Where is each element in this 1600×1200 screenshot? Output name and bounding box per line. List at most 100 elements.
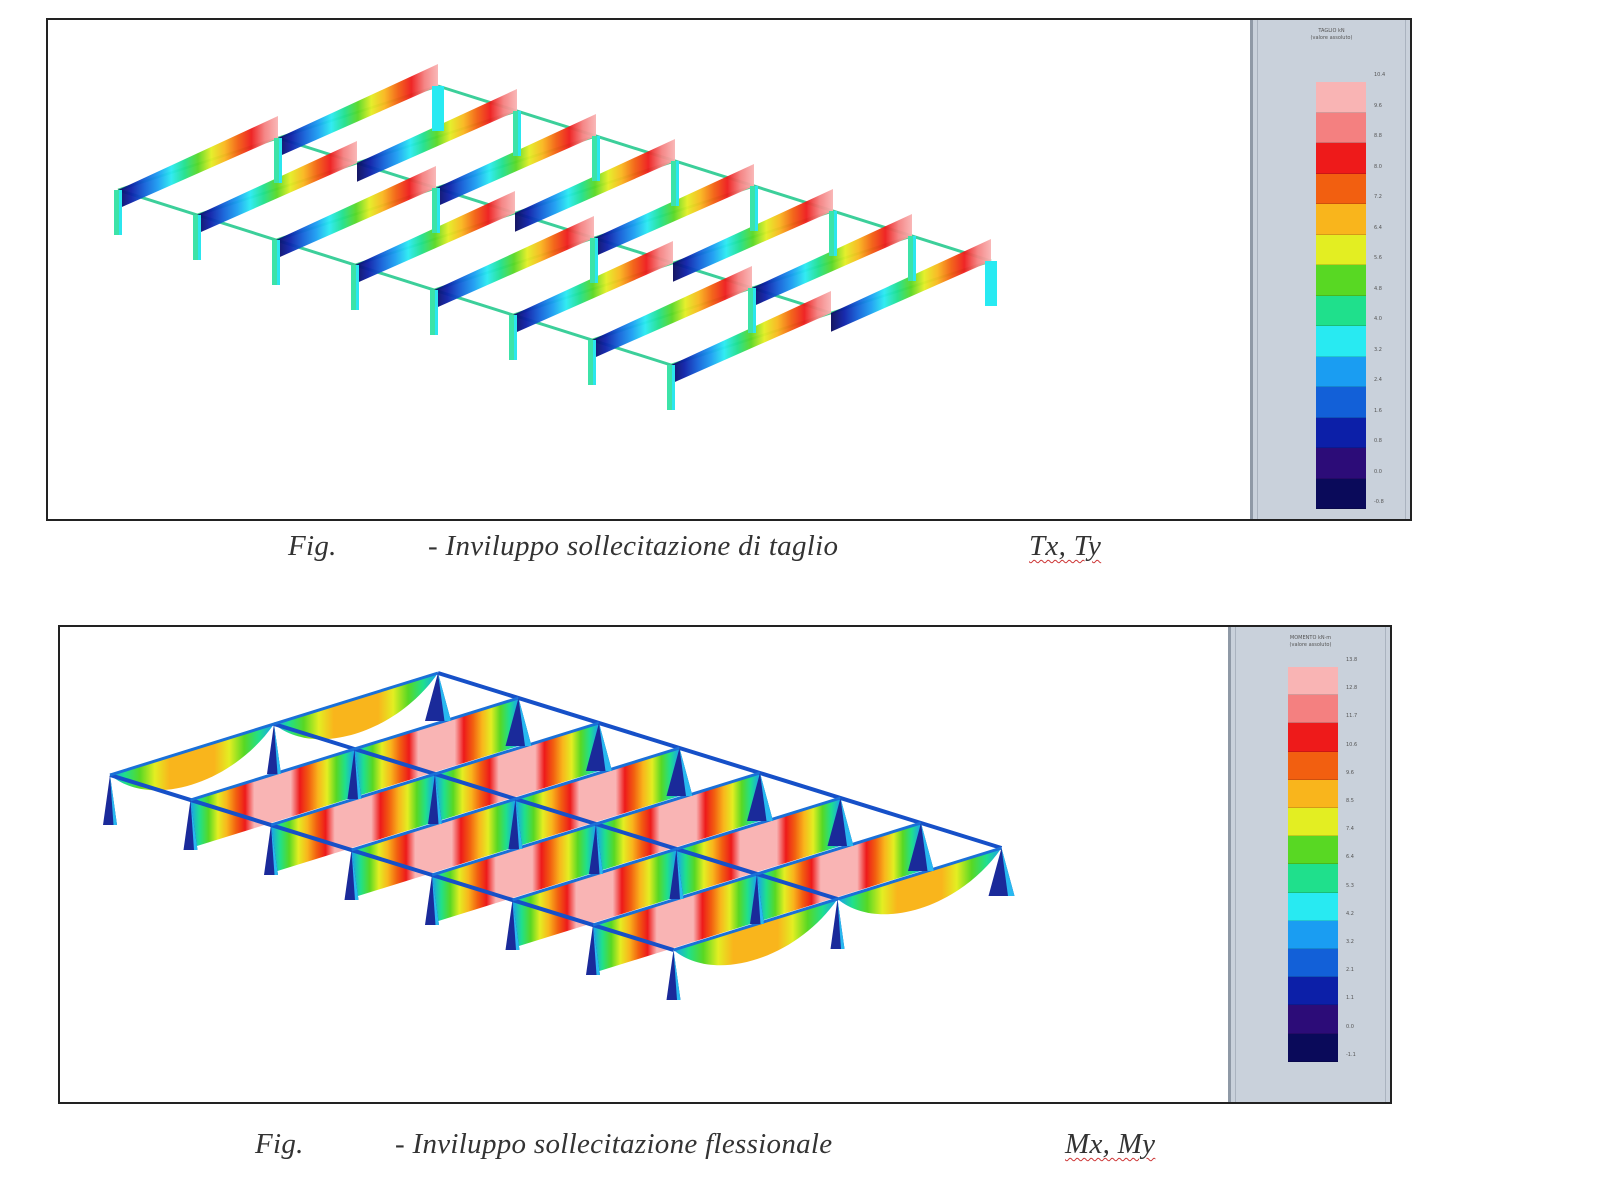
column-moment-triangle-shade — [274, 724, 281, 774]
longitudinal-beam — [437, 671, 1003, 850]
shear-scale-cell — [1316, 82, 1366, 113]
caption-symbols: Tx, Ty — [1029, 530, 1102, 562]
shear-scale-tick: 0.0 — [1374, 468, 1382, 475]
column-moment-triangle-shade — [354, 749, 362, 799]
shear-scale-tick: 3.2 — [1374, 346, 1382, 353]
shear-scale-tick: 4.8 — [1374, 285, 1382, 292]
bending-scale-cell — [1288, 977, 1338, 1006]
shear-scale-cell — [1316, 204, 1366, 235]
bending-scale-cell — [1288, 695, 1338, 724]
column-moment-triangle-shade — [435, 774, 442, 824]
bending-scale-tick: 10.6 — [1346, 741, 1358, 748]
column-moment-triangle-shade — [760, 773, 773, 821]
bending-scale-cell — [1288, 949, 1338, 978]
shear-diagram-fill — [673, 189, 833, 282]
moment-diagram-fill — [271, 774, 435, 873]
shear-scale-tick: 10.4 — [1374, 72, 1386, 78]
column-shade — [518, 111, 521, 156]
bending-scale-tick: 6.4 — [1346, 854, 1354, 861]
shear-scale-tick: 9.6 — [1374, 102, 1382, 109]
column — [430, 290, 438, 335]
column — [829, 211, 837, 256]
longitudinal-beam — [273, 722, 839, 901]
bending-scale-cell — [1288, 1005, 1338, 1034]
shear-diagram-fill — [434, 216, 594, 309]
column-shade — [514, 315, 517, 360]
shear-diagram-fill — [671, 291, 831, 384]
shear-diagram-fill — [831, 239, 991, 332]
column — [671, 161, 679, 206]
caption-fig-label: Fig. — [288, 530, 337, 562]
shear-scale-cell — [1316, 387, 1366, 418]
column-shade — [755, 186, 758, 231]
bending-scale-cell — [1288, 723, 1338, 752]
moment-diagram-fill — [432, 824, 596, 923]
shear-caption: Fig. - Inviluppo sollecitazione di tagli… — [288, 530, 1188, 566]
shear-scale-tick: 2.4 — [1374, 377, 1382, 383]
moment-diagram-fill — [354, 698, 519, 797]
column-moment-triangle-shade — [599, 723, 612, 771]
column-shade — [356, 265, 359, 310]
shear-scale-cell — [1316, 295, 1366, 326]
column — [193, 215, 201, 260]
shear-scale-cell — [1316, 173, 1366, 204]
column-moment-triangle-shade — [757, 874, 764, 924]
longitudinal-beam — [109, 773, 675, 952]
bending-scale-cell — [1288, 667, 1338, 696]
column-moment-triangle-shade — [596, 824, 603, 874]
moment-diagram-fill — [593, 874, 757, 973]
column-moment-triangle-shade — [679, 748, 693, 796]
column-moment-triangle-shade — [921, 823, 934, 871]
shear-legend-title-line: TAGLIO kN — [1318, 28, 1345, 34]
column-shade — [913, 236, 916, 281]
moment-diagram-fill — [757, 823, 921, 922]
caption-symbols: Mx, My — [1065, 1128, 1156, 1160]
column-moment-triangle-shade — [837, 899, 845, 949]
bending-scale-tick: 5.3 — [1346, 882, 1354, 889]
shear-scale-cell — [1316, 478, 1366, 509]
column-moment-triangle-shade — [512, 900, 520, 950]
column-shade — [834, 211, 837, 256]
column — [513, 111, 521, 156]
column-moment-triangle-shade — [518, 698, 532, 746]
bending-scale-tick: 0.0 — [1346, 1023, 1354, 1030]
bending-scale-tick: 4.2 — [1346, 910, 1354, 917]
bending-scale-cell — [1288, 836, 1338, 865]
bending-legend-title: MOMENTO kN·m (valore assoluto) — [1236, 635, 1385, 649]
column — [750, 186, 758, 231]
column-shade — [119, 190, 122, 235]
moment-diagram-fill — [435, 723, 599, 822]
column-shade — [593, 340, 596, 385]
shear-scale-tick: 1.6 — [1374, 407, 1382, 414]
column-shade — [672, 365, 675, 410]
shear-scale-cell — [1316, 143, 1366, 174]
shear-scale-cell — [1316, 326, 1366, 357]
column-moment-triangle-shade — [840, 798, 854, 846]
column-shade — [437, 188, 440, 233]
moment-diagram-fill — [274, 673, 438, 740]
shear-scale-tick: 0.8 — [1374, 438, 1382, 444]
bending-scale-cell — [1288, 864, 1338, 893]
shear-scale-tick: -0.8 — [1374, 499, 1384, 505]
moment-diagram-fill — [512, 849, 677, 948]
shear-scale-tick: 8.8 — [1374, 133, 1382, 139]
shear-diagram-fill — [436, 114, 596, 207]
shear-scale-tick: 4.0 — [1374, 316, 1382, 322]
bending-scale-tick: 2.1 — [1346, 967, 1354, 974]
shear-scale-tick: 5.6 — [1374, 255, 1382, 261]
column-shade — [676, 161, 679, 206]
moment-diagram-fill — [596, 773, 760, 872]
shear-legend-title: TAGLIO kN (valore assoluto) — [1258, 28, 1405, 42]
column — [667, 365, 675, 410]
column-moment-triangle-shade — [438, 673, 451, 721]
column-shade — [595, 238, 598, 283]
bending-scale-cell — [1288, 808, 1338, 837]
caption-text: - Inviluppo sollecitazione flessionale — [395, 1128, 833, 1160]
column-moment-triangle-shade — [271, 825, 278, 875]
moment-diagram-fill — [515, 748, 680, 847]
caption-text: - Inviluppo sollecitazione di taglio — [428, 530, 839, 562]
moment-diagram-fill — [110, 724, 274, 791]
bending-scale-cell — [1288, 892, 1338, 921]
